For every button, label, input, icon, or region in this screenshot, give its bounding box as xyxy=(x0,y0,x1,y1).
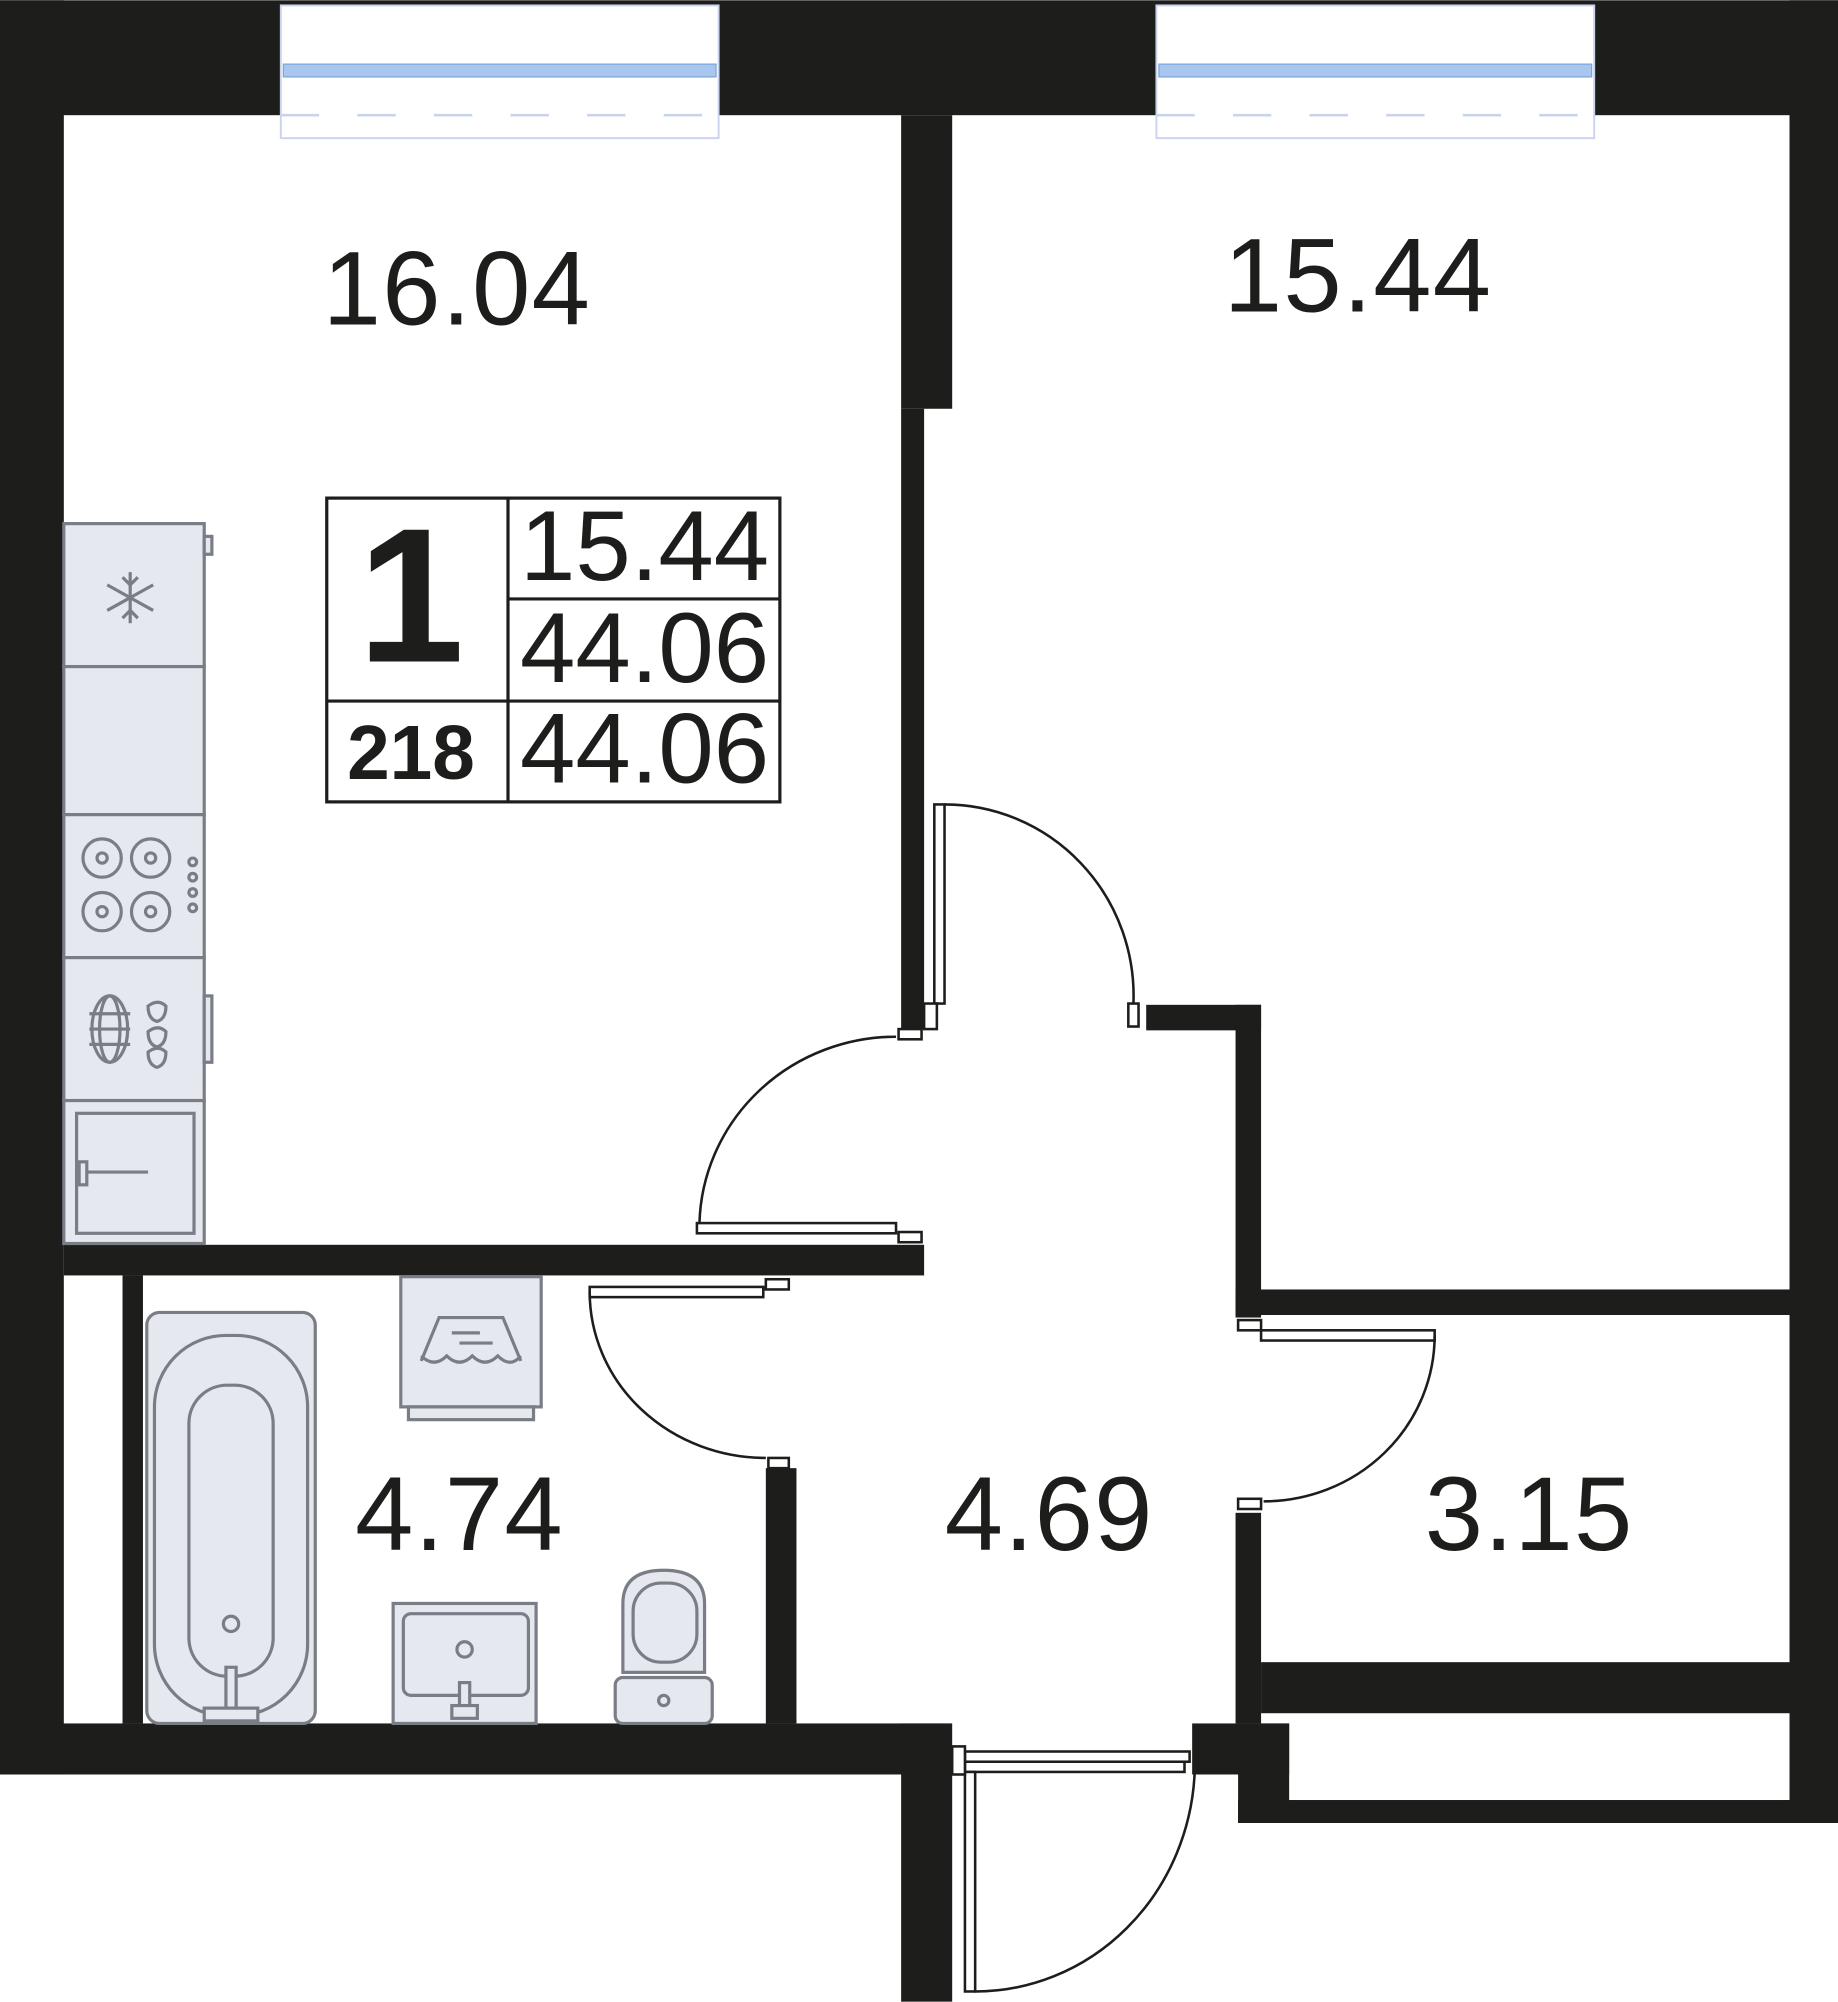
door-storage xyxy=(1236,1318,1436,1511)
snowflake-icon xyxy=(106,572,154,624)
dishwasher xyxy=(62,956,214,1103)
door-bathroom xyxy=(588,1277,791,1470)
door-entrance xyxy=(950,1745,1196,1993)
toilet xyxy=(613,1568,714,1726)
storage-area-label: 3.15 xyxy=(1425,1456,1634,1573)
door-bedroom xyxy=(922,803,1140,1031)
fridge xyxy=(62,522,214,669)
stove xyxy=(62,813,206,960)
bathtub xyxy=(145,1310,317,1726)
hallway-area-label: 4.69 xyxy=(945,1456,1154,1573)
apartment-info-box: 1 218 15.44 44.06 44.06 xyxy=(325,488,782,805)
window-kitchen xyxy=(279,4,720,140)
bathroom-area-label: 4.74 xyxy=(355,1456,564,1573)
total-area-with-balcony: 44.06 xyxy=(520,694,769,805)
bedroom-area-label: 15.44 xyxy=(1224,218,1492,335)
kitchen-sink xyxy=(62,1098,206,1246)
living-area: 15.44 xyxy=(520,491,769,602)
kitchen-counter xyxy=(62,664,206,817)
washing-machine xyxy=(399,1275,543,1422)
total-area: 44.06 xyxy=(520,593,769,704)
door-kitchen xyxy=(695,1027,923,1244)
rooms-count: 1 xyxy=(358,488,464,702)
kitchen-area-label: 16.04 xyxy=(323,231,591,348)
apartment-number: 218 xyxy=(347,711,475,796)
bathroom-sink xyxy=(391,1601,538,1726)
window-bedroom xyxy=(1155,4,1596,140)
